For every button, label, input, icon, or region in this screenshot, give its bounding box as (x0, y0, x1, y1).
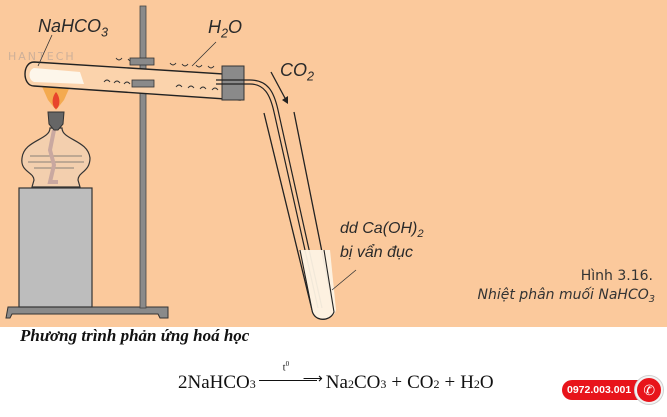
reaction-arrow: t0 ⟶ (258, 360, 323, 388)
heat-condition: t0 (282, 360, 290, 374)
turbid-label: bị vẩn đục (340, 244, 413, 261)
figure-caption-title: Hình 3.16. (580, 268, 653, 284)
phone-icon[interactable]: ✆ (635, 376, 664, 404)
apparatus-figure: HANTECH NaHCO3 H2O CO2 dd Ca(OH)2 bị vẩn… (0, 0, 667, 327)
nahco3-label: NaHCO3 (38, 16, 109, 40)
figure-caption-subtitle: Nhiệt phân muối NaHCO3 (477, 287, 655, 305)
hotline-number[interactable]: 0972.003.001 (562, 380, 650, 400)
hotline-button[interactable]: 0972.003.001 ✆ (562, 376, 664, 404)
watermark-text: HANTECH (8, 50, 76, 63)
section-heading: Phương trình phản ứng hoá học (20, 326, 250, 345)
h2o-label: H2O (208, 17, 243, 41)
arrow-right-icon: ⟶ (302, 372, 323, 387)
co2-label: CO2 (280, 60, 315, 84)
caoh2-label: dd Ca(OH)2 (340, 220, 424, 240)
apparatus-illustration (5, 5, 357, 320)
